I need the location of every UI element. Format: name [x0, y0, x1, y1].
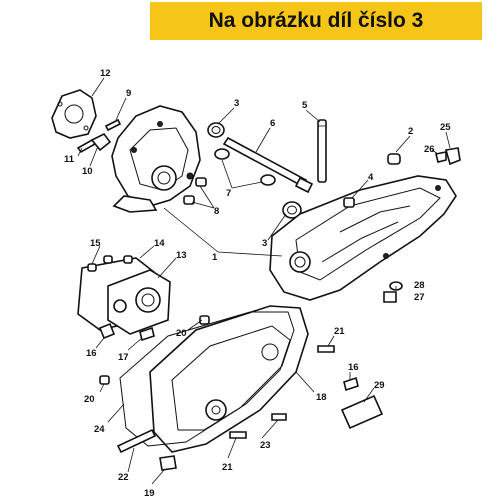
- part-13-cover: [107, 269, 171, 335]
- part-16-bolt-left: [98, 322, 116, 340]
- callout-18: 18: [316, 392, 327, 403]
- part-27-drain-bolt: [383, 291, 397, 303]
- callout-23: 23: [260, 440, 271, 451]
- part-18-crankcase-cover: [149, 305, 309, 453]
- part-21-bolt-upper: [317, 345, 335, 353]
- part-5-pin: [317, 119, 327, 183]
- leader-lines: [77, 77, 451, 485]
- callout-5: 5: [302, 100, 308, 111]
- callout-14: 14: [154, 238, 165, 249]
- callout-7: 7: [226, 188, 231, 199]
- callout-11: 11: [64, 154, 75, 165]
- callout-3-lower: 3: [262, 238, 267, 249]
- part-1-right-crankcase: [269, 175, 457, 301]
- callout-16-left: 16: [86, 348, 97, 359]
- part-16-bolt-right: [343, 376, 359, 392]
- callout-29: 29: [374, 380, 385, 391]
- part-6-shaft: [222, 136, 314, 194]
- part-10-clip: [90, 132, 112, 152]
- part-7-washers: [214, 148, 276, 186]
- part-8-dowels: [183, 177, 207, 205]
- callout-13: 13: [176, 250, 187, 261]
- callout-25: 25: [440, 122, 451, 133]
- part-9-bolt: [104, 118, 122, 132]
- callout-28: 28: [414, 280, 425, 291]
- part-23-bolt: [271, 413, 287, 421]
- part-15-dowels: [87, 255, 133, 272]
- part-17-bolt: [139, 326, 155, 342]
- part-3-bearing-lower: [282, 201, 302, 219]
- callout-4: 4: [368, 172, 374, 183]
- part-20-dowel-upper: [199, 315, 210, 325]
- callout-10: 10: [82, 166, 93, 177]
- callout-21-lower: 21: [222, 462, 233, 473]
- callout-27: 27: [414, 292, 425, 303]
- part-29-label-plate: [340, 394, 384, 430]
- part-21-bolt-lower: [229, 431, 247, 439]
- callout-3-upper: 3: [234, 98, 239, 109]
- callout-20-upper: 20: [176, 328, 187, 339]
- callout-2: 2: [408, 126, 413, 137]
- callout-20-lower: 20: [84, 394, 95, 405]
- callout-21-upper: 21: [334, 326, 345, 337]
- part-20-dowel-lower: [99, 375, 110, 385]
- callout-12: 12: [100, 68, 111, 79]
- callout-6: 6: [270, 118, 275, 129]
- callout-1: 1: [212, 252, 218, 263]
- callout-19: 19: [144, 488, 155, 499]
- highlighted-part-banner: Na obrázku díl číslo 3: [150, 2, 482, 40]
- part-12-gasket-plate: [51, 89, 97, 139]
- callout-17: 17: [118, 352, 129, 363]
- part-1-left-crankcase: [111, 105, 201, 213]
- part-4-dowel: [343, 197, 355, 208]
- callout-8: 8: [214, 206, 219, 217]
- part-19-clip: [159, 455, 177, 471]
- callout-15: 15: [90, 238, 101, 249]
- part-2-bushing: [387, 153, 401, 165]
- part-26-oring: [435, 151, 447, 163]
- callout-22: 22: [118, 472, 129, 483]
- callout-9: 9: [126, 88, 131, 99]
- part-25-cap: [444, 147, 461, 166]
- callout-24: 24: [94, 424, 105, 435]
- part-3-bearing-upper: [207, 122, 225, 138]
- callout-26: 26: [424, 144, 435, 155]
- part-22-bolt: [116, 428, 157, 454]
- callout-numbers: 12 9 11 10 3 6 5 2 25 26 4 7 8 3 1 15 14…: [64, 68, 451, 499]
- callout-16-right: 16: [348, 362, 359, 373]
